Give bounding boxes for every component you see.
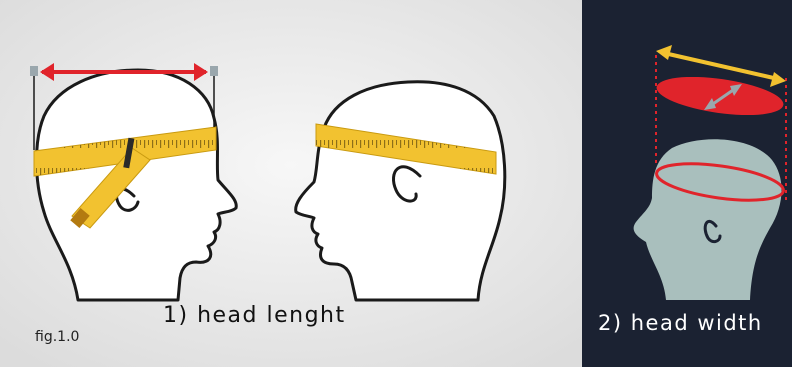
figure-label: fig.1.0 — [35, 329, 79, 345]
head-length-caption: 1) head lenght — [163, 303, 346, 328]
head-width-caption: 2) head width — [598, 311, 763, 335]
